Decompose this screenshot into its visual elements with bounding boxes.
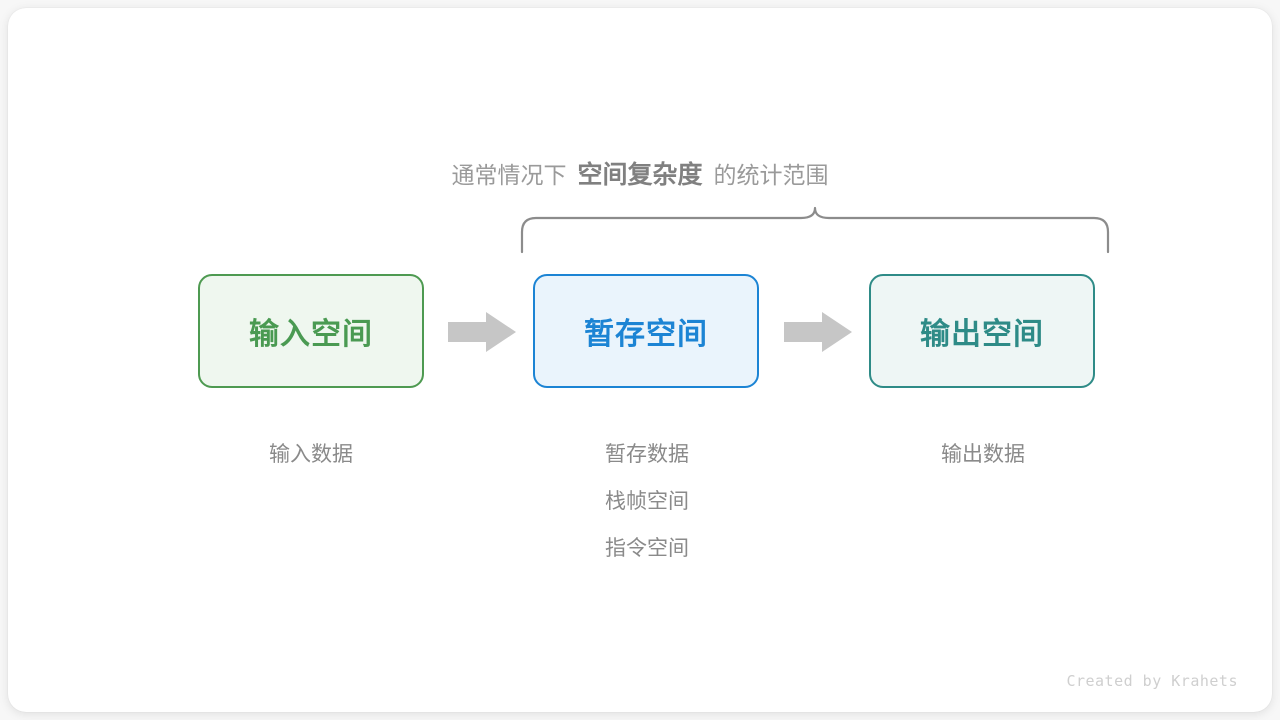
caption-item: 指令空间 [605, 537, 689, 560]
arrow-right-icon [448, 312, 516, 352]
caption-column-input: 输入数据 [181, 431, 441, 478]
caption-column-temp: 暂存数据 栈帧空间 指令空间 [517, 431, 777, 572]
scope-title-strong: 空间复杂度 [577, 161, 703, 189]
box-output-space-label: 输出空间 [920, 318, 1044, 351]
caption-item: 输出数据 [941, 443, 1025, 466]
caption-column-output: 输出数据 [853, 431, 1113, 478]
scope-title-prefix: 通常情况下 [451, 162, 567, 188]
curly-brace-icon [520, 206, 1110, 254]
box-output-space[interactable]: 输出空间 [869, 274, 1095, 388]
box-input-space[interactable]: 输入空间 [198, 274, 424, 388]
caption-item: 暂存数据 [605, 443, 689, 466]
caption-item: 栈帧空间 [605, 490, 689, 513]
scope-title: 通常情况下空间复杂度的统计范围 [8, 158, 1272, 192]
caption-item: 输入数据 [269, 443, 353, 466]
credit-text: Created by Krahets [1066, 672, 1238, 690]
box-temp-space-label: 暂存空间 [584, 318, 708, 351]
box-temp-space[interactable]: 暂存空间 [533, 274, 759, 388]
arrow-right-icon [784, 312, 852, 352]
figure-card: 通常情况下空间复杂度的统计范围 输入空间 暂存空间 输出空间 输入数据 暂存数据 [8, 8, 1272, 712]
scope-title-suffix: 的统计范围 [713, 162, 829, 188]
box-input-space-label: 输入空间 [249, 318, 373, 351]
